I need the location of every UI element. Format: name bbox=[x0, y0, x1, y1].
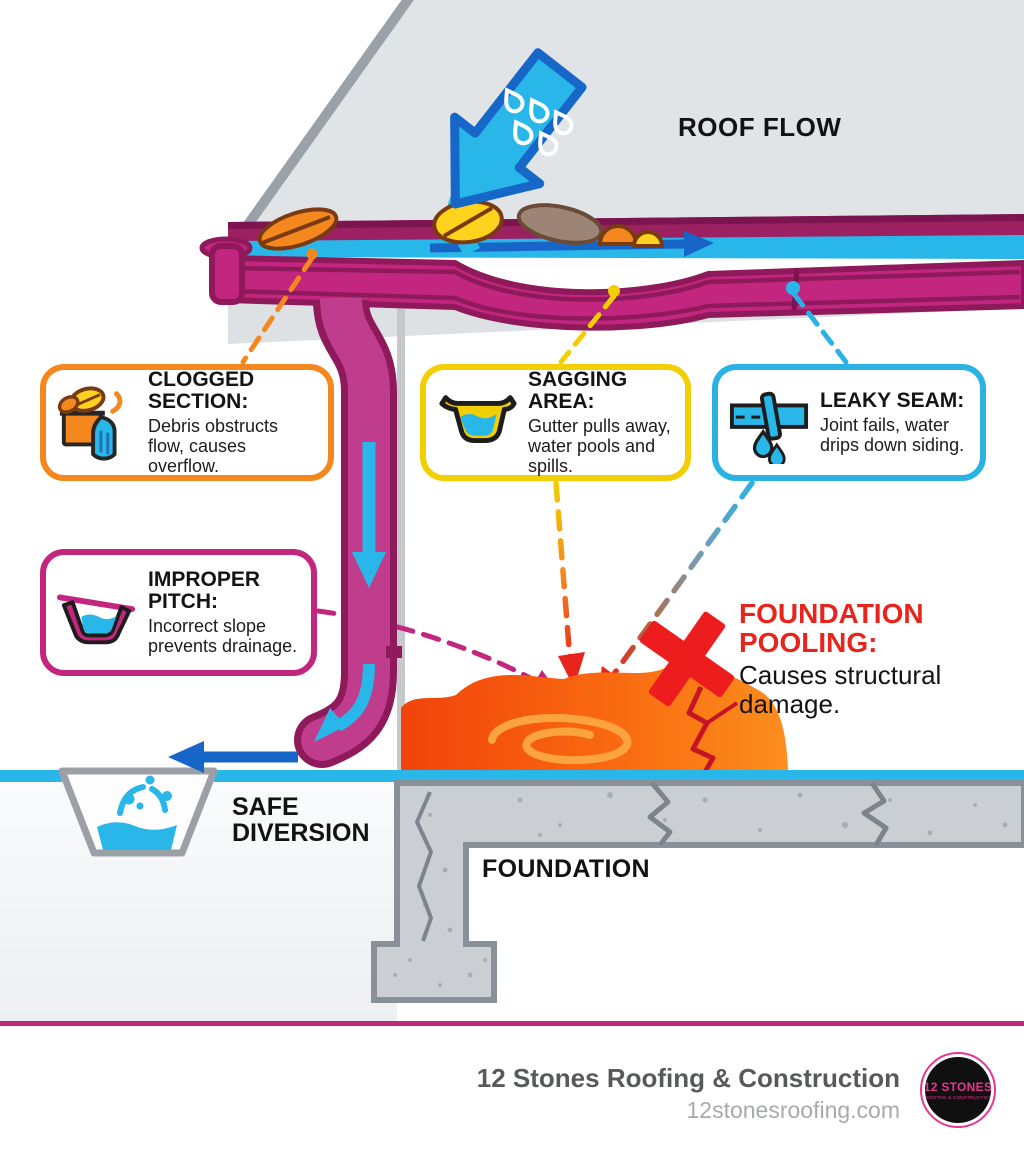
gutter-end-cap bbox=[209, 243, 245, 305]
logo-subtitle: ROOFING & CONSTRUCTION bbox=[925, 1095, 991, 1100]
roof-flow-label: ROOF FLOW bbox=[678, 112, 842, 142]
callout-title: SAGGING AREA: bbox=[528, 367, 628, 413]
foundation-pooling-desc: Causes structural damage. bbox=[739, 660, 942, 720]
callout-title: IMPROPER PITCH: bbox=[148, 567, 261, 613]
callout-clogged-section: CLOGGED SECTION: Debris obstructs flow, … bbox=[40, 364, 334, 481]
company-name: 12 Stones Roofing & Construction bbox=[476, 1063, 900, 1093]
logo-title: 12 STONES bbox=[925, 1080, 991, 1094]
house-wall-line bbox=[397, 306, 405, 772]
logo-badge: 12 STONES ROOFING & CONSTRUCTION bbox=[925, 1057, 991, 1123]
downspout bbox=[294, 296, 402, 768]
footer: 12 Stones Roofing & Construction 12stone… bbox=[477, 1063, 900, 1124]
ground-line bbox=[0, 770, 1024, 782]
sag-point bbox=[608, 285, 620, 297]
foundation-pooling-title: FOUNDATION POOLING: bbox=[739, 598, 924, 659]
callout-title: CLOGGED SECTION: bbox=[148, 367, 255, 413]
footer-divider bbox=[0, 1021, 1024, 1026]
seam-drip bbox=[786, 281, 800, 295]
foundation-structure bbox=[371, 780, 1024, 1003]
tilted-gutter-icon bbox=[56, 593, 136, 644]
pool-crack bbox=[686, 685, 716, 774]
foundation-pooling-note: FOUNDATION POOLING: Causes structural da… bbox=[739, 599, 969, 719]
callout-desc: Joint fails, water drips down siding. bbox=[820, 414, 965, 456]
callout-title: LEAKY SEAM: bbox=[820, 388, 965, 412]
callout-sagging-area: SAGGING AREA: Gutter pulls away, water p… bbox=[420, 364, 691, 481]
gutter-front bbox=[223, 255, 1024, 331]
trench-water bbox=[97, 822, 177, 850]
overflowing-gutter-icon bbox=[57, 385, 123, 461]
clog-point bbox=[306, 248, 318, 260]
callout-desc: Debris obstructs flow, causes overflow. bbox=[148, 415, 279, 477]
diversion-arrow bbox=[168, 741, 298, 773]
sagging-gutter-icon bbox=[439, 394, 517, 443]
roof bbox=[242, 0, 1024, 231]
callout-improper-pitch: IMPROPER PITCH: Incorrect slope prevents… bbox=[40, 549, 317, 676]
callout-leaky-seam: LEAKY SEAM: Joint fails, water drips dow… bbox=[712, 364, 986, 481]
debris-leaves bbox=[257, 199, 665, 260]
leaking-seam-icon bbox=[729, 391, 809, 464]
foundation-label: FOUNDATION bbox=[482, 855, 650, 883]
foundation-cracks bbox=[415, 781, 889, 942]
x-mark-icon bbox=[639, 611, 735, 707]
safe-diversion-label: SAFE DIVERSION bbox=[232, 793, 370, 848]
underground-soil bbox=[0, 783, 397, 1021]
company-logo: 12 STONES ROOFING & CONSTRUCTION bbox=[920, 1052, 996, 1128]
website-url: 12stonesroofing.com bbox=[686, 1097, 900, 1123]
foundation-pool bbox=[401, 664, 788, 774]
roof-flow-arrow bbox=[450, 48, 587, 209]
pool-swirl bbox=[488, 713, 632, 765]
callout-desc: Incorrect slope prevents drainage. bbox=[148, 615, 298, 657]
callout-desc: Gutter pulls away, water pools and spill… bbox=[528, 415, 671, 477]
downspout-bracket bbox=[386, 646, 402, 658]
concrete-speckles bbox=[393, 792, 1008, 987]
diversion-trench bbox=[58, 767, 218, 857]
